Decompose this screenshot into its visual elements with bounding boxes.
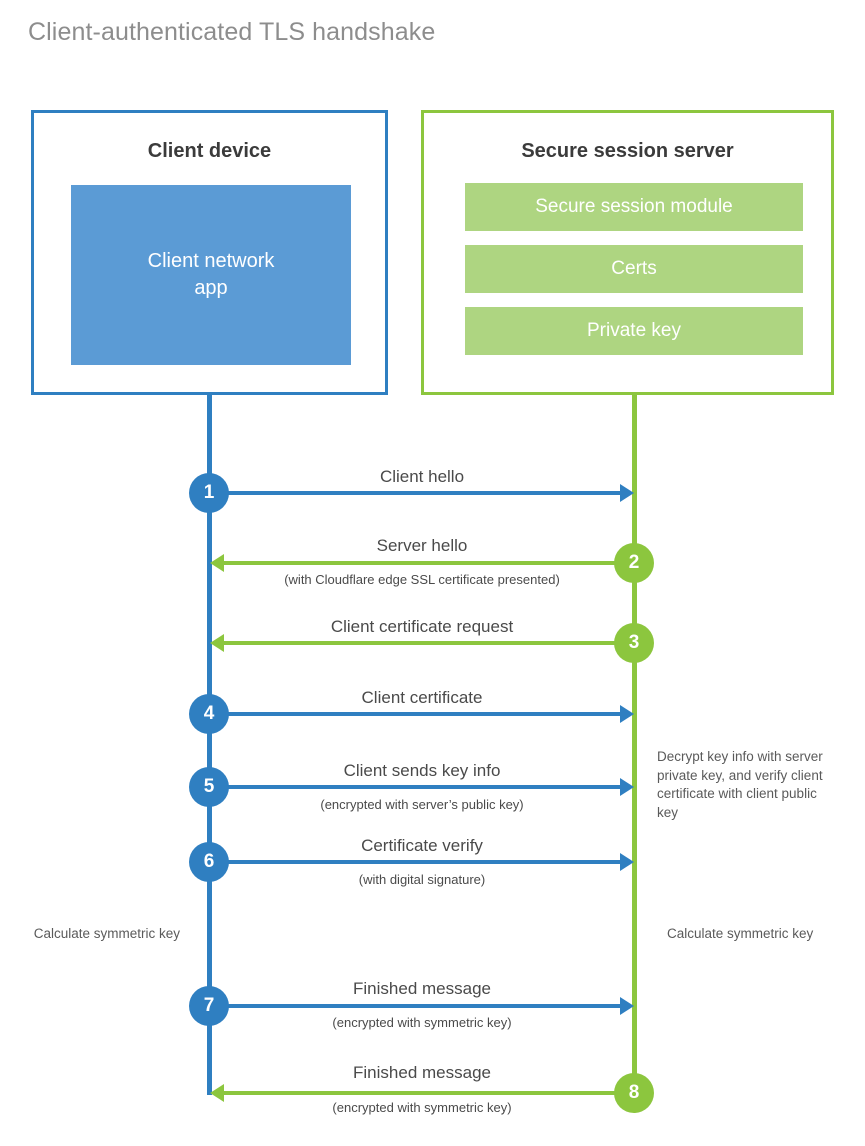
step-4-arrow-head bbox=[620, 705, 634, 723]
step-6-label: Certificate verify bbox=[361, 836, 483, 855]
server-bar-private-key: Private key bbox=[465, 307, 803, 355]
step-4-arrow-line bbox=[210, 712, 620, 716]
step-1-label: Client hello bbox=[379, 467, 465, 486]
client-device-box: Client device Client network app bbox=[31, 110, 388, 395]
step-7-circle[interactable]: 7 bbox=[189, 986, 229, 1026]
step-3-arrow-head bbox=[210, 634, 224, 652]
step-6-arrow-head bbox=[620, 853, 634, 871]
step-5-sublabel: (encrypted with server’s public key) bbox=[320, 797, 524, 812]
step-1-arrow-line bbox=[210, 491, 620, 495]
step-1-circle[interactable]: 1 bbox=[189, 473, 229, 513]
step-2-number: 2 bbox=[628, 552, 640, 573]
step-5-number: 5 bbox=[203, 776, 215, 797]
step-8-label: Finished message bbox=[353, 1063, 491, 1082]
step-6-circle[interactable]: 6 bbox=[189, 842, 229, 882]
client-network-app-block: Client network app bbox=[71, 185, 351, 365]
server-decrypt-note: Decrypt key info with server private key… bbox=[657, 749, 823, 820]
step-8-number: 8 bbox=[628, 1082, 640, 1103]
step-2-circle[interactable]: 2 bbox=[614, 543, 654, 583]
step-8-arrow-line bbox=[224, 1091, 635, 1095]
step-3-circle[interactable]: 3 bbox=[614, 623, 654, 663]
server-bar-secure-session-module: Secure session module bbox=[465, 183, 803, 231]
page-title: Client-authenticated TLS handshake bbox=[28, 18, 436, 46]
step-3-arrow-line bbox=[224, 641, 635, 645]
step-7-arrow-head bbox=[620, 997, 634, 1015]
step-5-arrow-line bbox=[210, 785, 620, 789]
step-1-number: 1 bbox=[203, 482, 215, 503]
step-8-sublabel: (encrypted with symmetric key) bbox=[332, 1100, 512, 1115]
step-3-number: 3 bbox=[628, 632, 640, 653]
step-8-arrow-head bbox=[210, 1084, 224, 1102]
step-5-circle[interactable]: 5 bbox=[189, 767, 229, 807]
step-4-number: 4 bbox=[203, 703, 215, 724]
step-7-arrow-line bbox=[210, 1004, 620, 1008]
client-app-label-line1: Client network bbox=[147, 250, 275, 272]
step-7-label: Finished message bbox=[353, 979, 491, 998]
step-6-arrow-line bbox=[210, 860, 620, 864]
step-5-label: Client sends key info bbox=[343, 761, 501, 780]
step-4-circle[interactable]: 4 bbox=[189, 694, 229, 734]
step-4-label: Client certificate bbox=[361, 688, 483, 707]
client-calculate-symmetric-key-note: Calculate symmetric key bbox=[33, 926, 180, 941]
server-calculate-symmetric-key-note: Calculate symmetric key bbox=[667, 926, 814, 941]
client-lifeline bbox=[207, 392, 212, 1095]
step-8-circle[interactable]: 8 bbox=[614, 1073, 654, 1113]
step-2-arrow-head bbox=[210, 554, 224, 572]
server-bar-label: Private key bbox=[587, 320, 681, 341]
server-bar-certs: Certs bbox=[465, 245, 803, 293]
step-7-number: 7 bbox=[203, 995, 215, 1016]
step-1-arrow-head bbox=[620, 484, 634, 502]
server-lifeline bbox=[632, 392, 637, 1095]
step-2-label: Server hello bbox=[376, 536, 468, 555]
server-bar-label: Secure session module bbox=[535, 196, 733, 217]
secure-session-server-box: Secure session server Secure session mod… bbox=[421, 110, 834, 395]
step-7-sublabel: (encrypted with symmetric key) bbox=[332, 1015, 512, 1030]
step-5-arrow-head bbox=[620, 778, 634, 796]
step-3-label: Client certificate request bbox=[330, 617, 514, 636]
client-device-title: Client device bbox=[147, 140, 272, 162]
server-bar-label: Certs bbox=[611, 258, 657, 279]
step-2-sublabel: (with Cloudflare edge SSL certificate pr… bbox=[284, 572, 560, 587]
step-2-arrow-line bbox=[224, 561, 635, 565]
secure-session-server-title: Secure session server bbox=[521, 140, 734, 162]
step-6-sublabel: (with digital signature) bbox=[358, 872, 486, 887]
client-app-label-line2: app bbox=[194, 277, 228, 299]
step-6-number: 6 bbox=[203, 851, 215, 872]
